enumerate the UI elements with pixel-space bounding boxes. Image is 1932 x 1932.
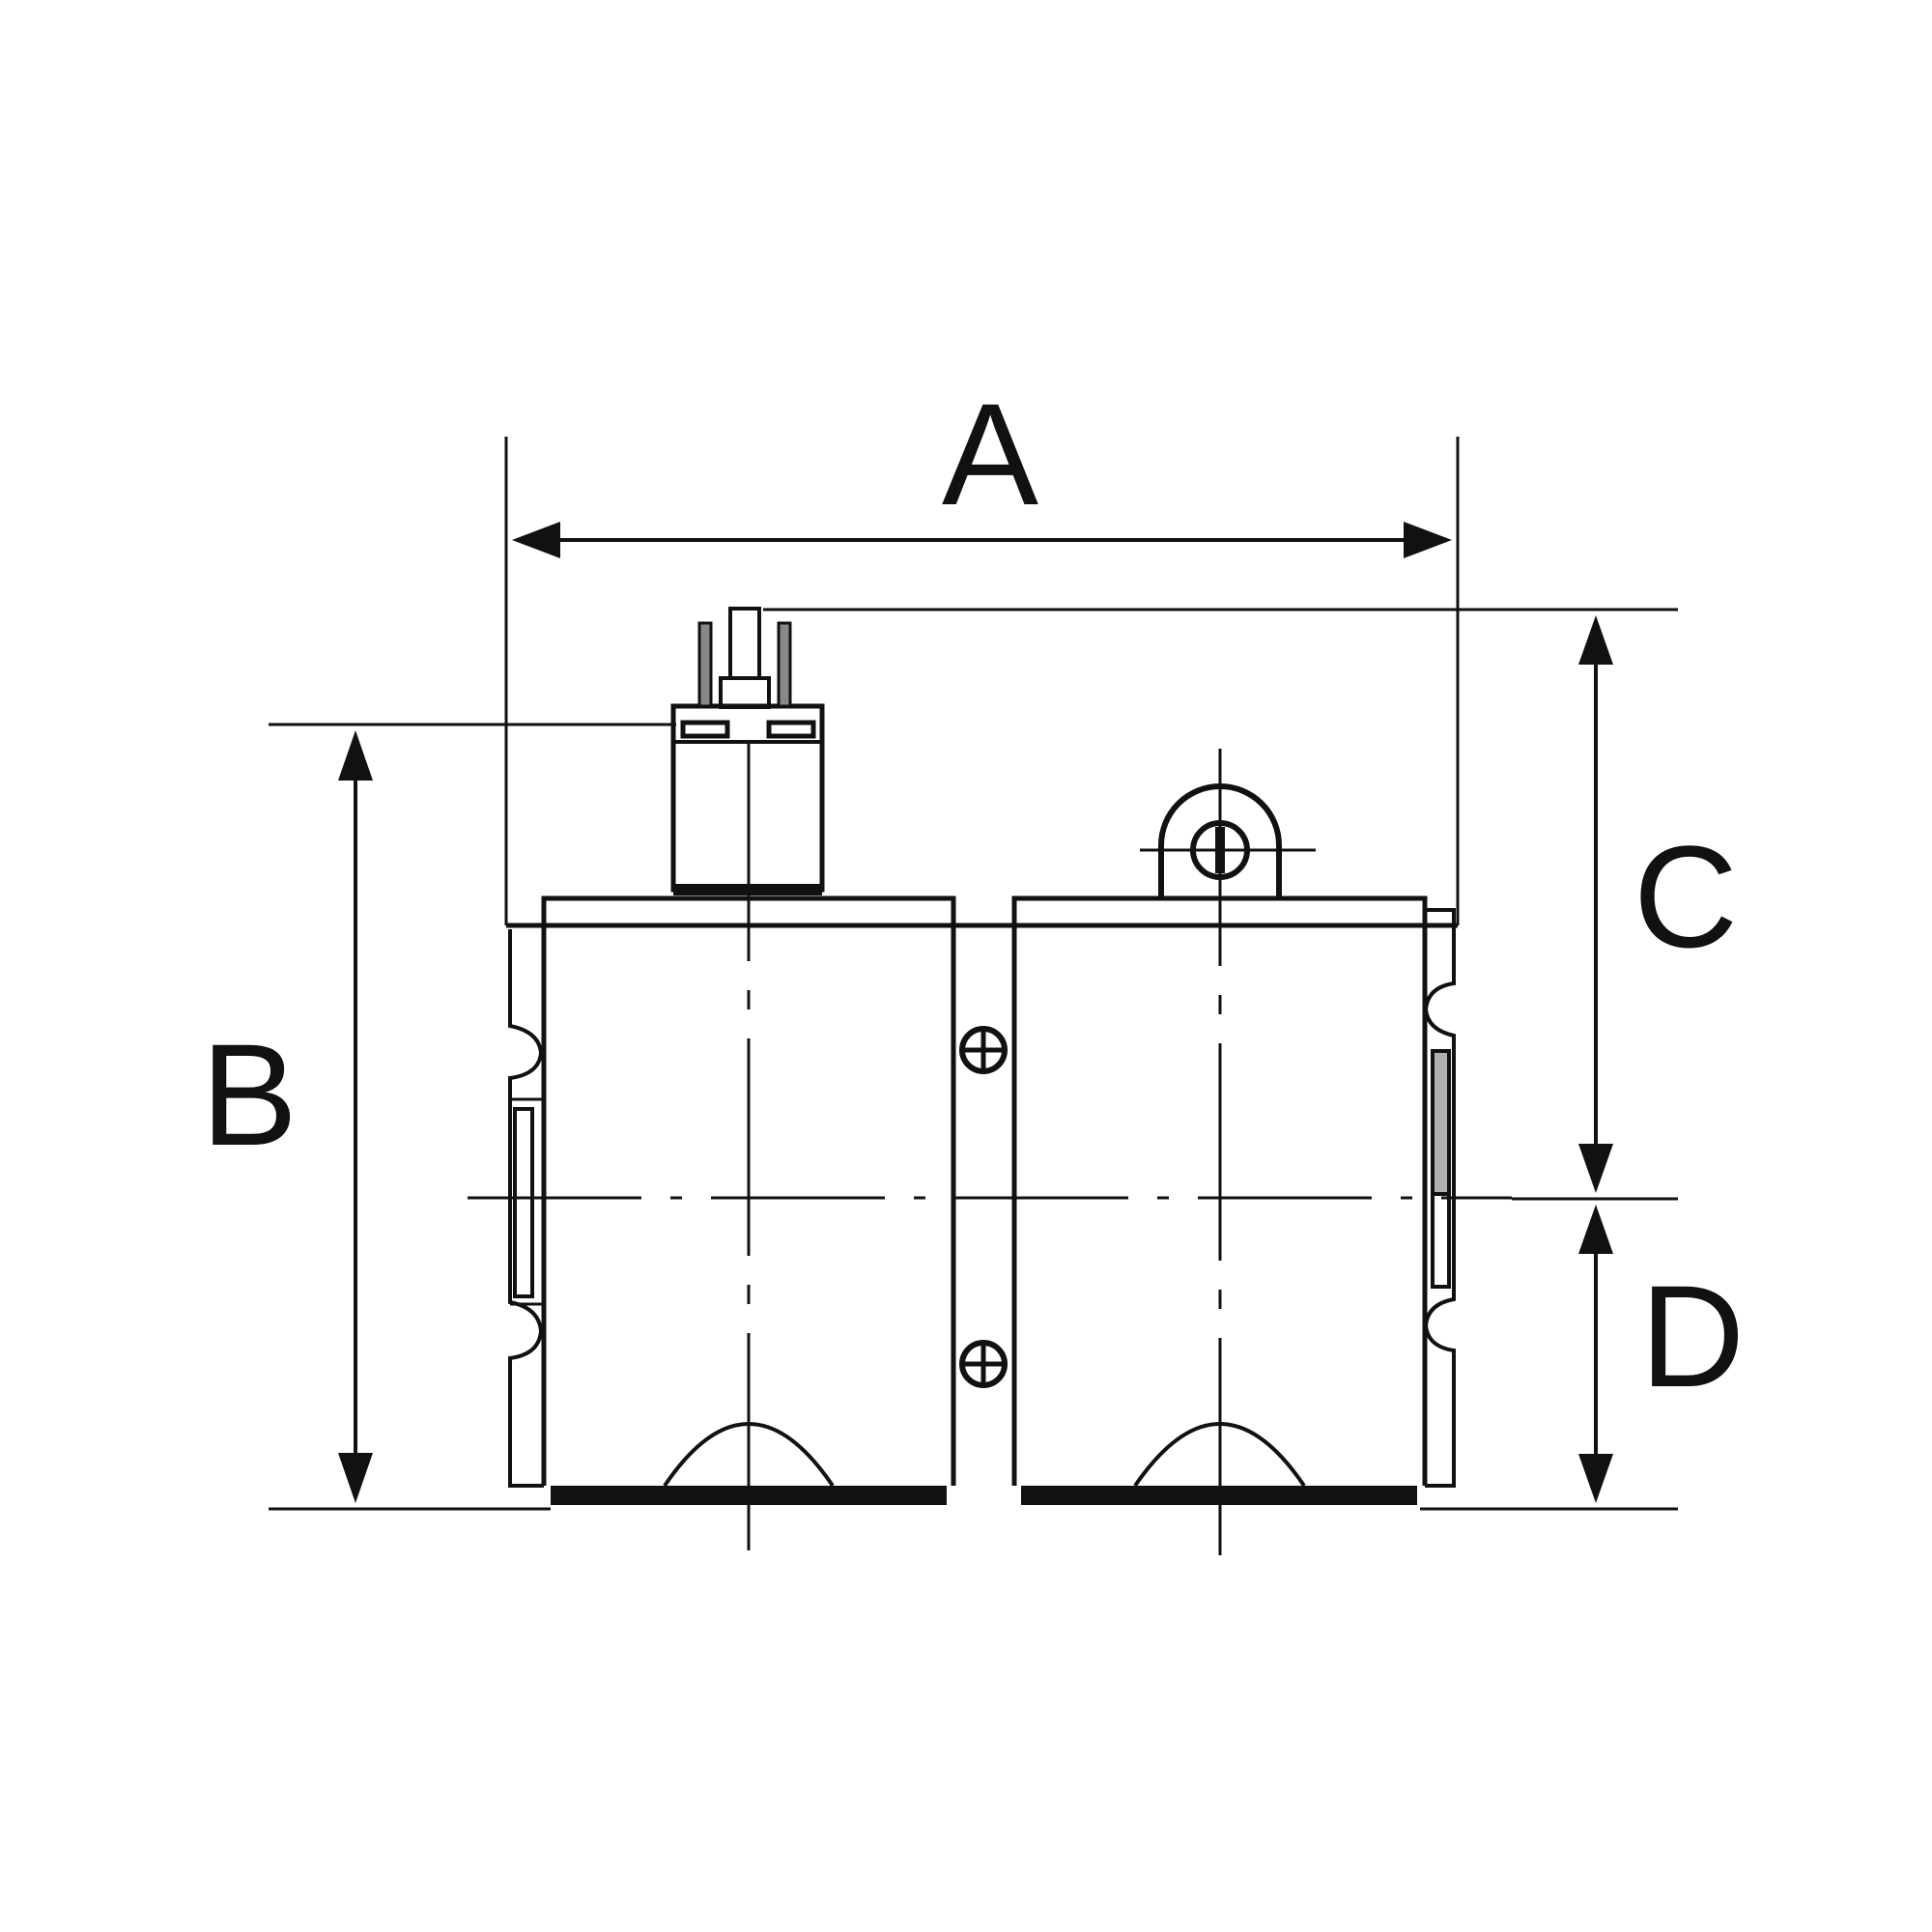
centerlines xyxy=(468,744,1512,1577)
connector xyxy=(670,607,825,895)
arrowhead-c-top xyxy=(1578,615,1613,665)
arrowhead-d-bottom xyxy=(1578,1454,1613,1503)
screw-icon xyxy=(959,1026,1008,1074)
label-b: B xyxy=(201,1013,298,1176)
right-housing xyxy=(1021,783,1456,1505)
pin-right xyxy=(777,621,792,708)
arrowhead-b-top xyxy=(338,730,373,781)
center-joint xyxy=(951,895,1428,1486)
arrowhead-c-bottom xyxy=(1578,1144,1613,1193)
left-flange xyxy=(508,929,544,1488)
right-flange xyxy=(1423,908,1456,1488)
right-flange-slot-lower xyxy=(1431,1192,1451,1289)
connector-terminal-right xyxy=(766,720,816,739)
connector-terminal-left xyxy=(680,720,730,739)
arrowhead-b-bottom xyxy=(338,1453,373,1503)
dimension-b xyxy=(269,723,676,1511)
dimension-a xyxy=(504,437,1460,925)
screw-icon xyxy=(959,1340,1008,1388)
arrowhead-d-top xyxy=(1578,1205,1613,1254)
arrowhead-left xyxy=(512,522,560,558)
label-c: C xyxy=(1634,815,1738,978)
label-d: D xyxy=(1640,1255,1745,1417)
label-a: A xyxy=(942,373,1038,535)
connector-stem xyxy=(728,607,761,680)
right-flange-slot xyxy=(1431,1049,1451,1196)
connector-center-post xyxy=(719,676,771,709)
dimension-c-d xyxy=(763,608,1678,1511)
left-flange-slot xyxy=(513,1107,534,1298)
pin-left xyxy=(697,621,713,708)
arrowhead-right xyxy=(1404,522,1452,558)
left-housing xyxy=(506,895,1458,1505)
